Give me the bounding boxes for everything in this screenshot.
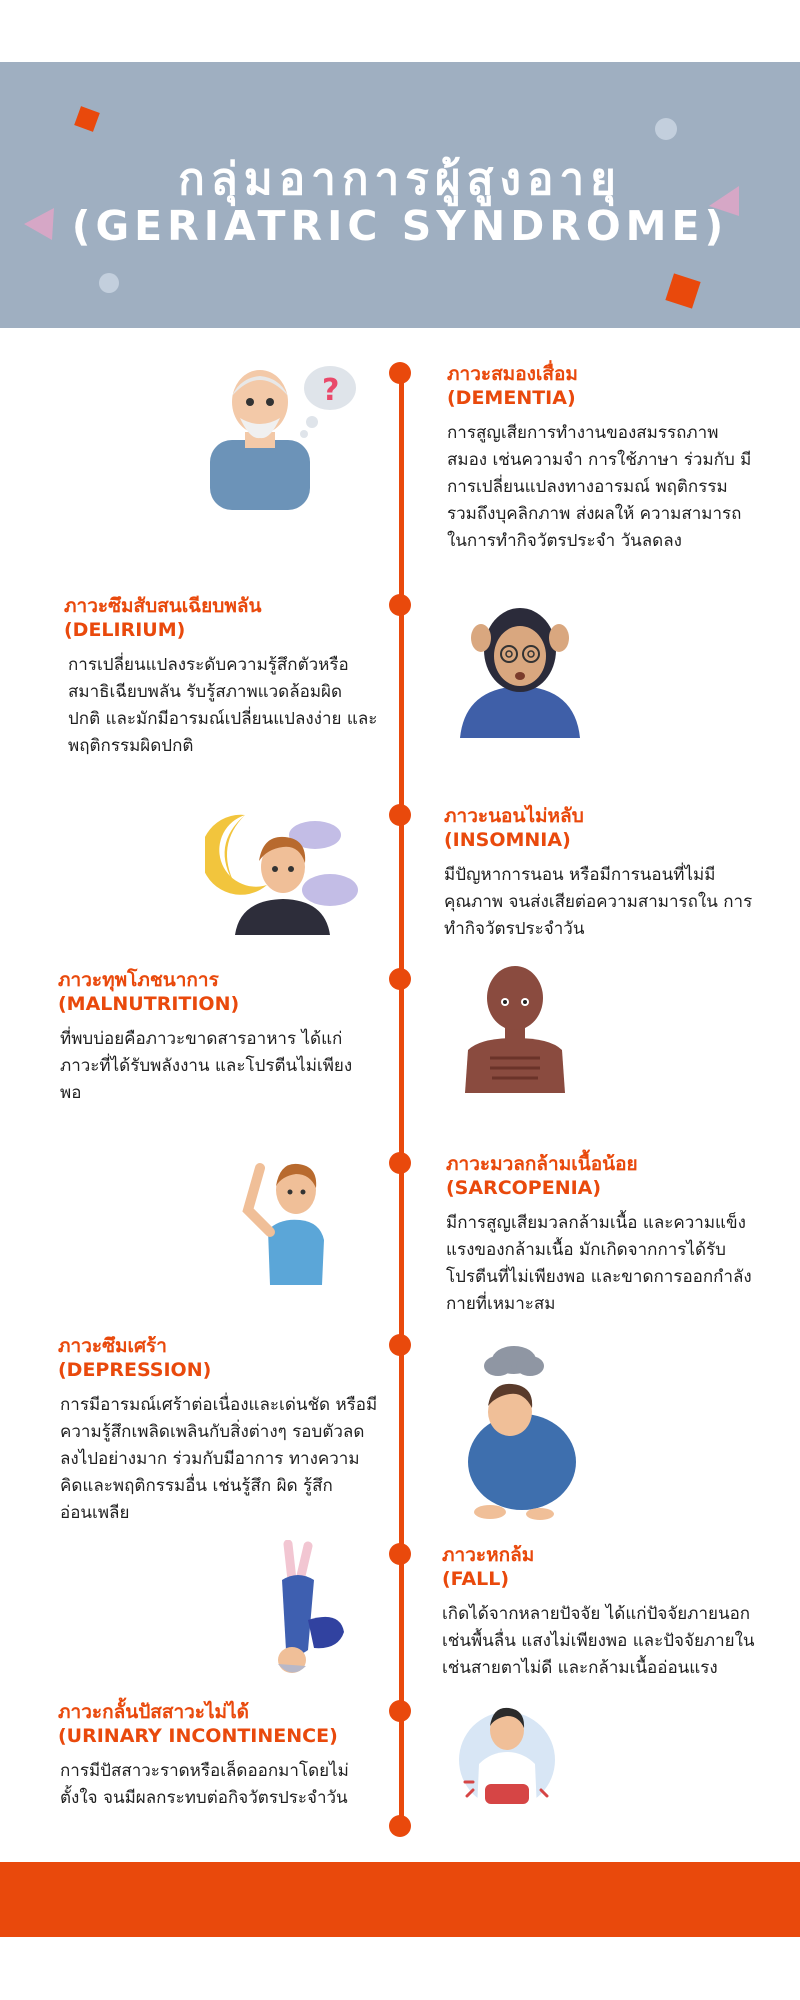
item-subtitle: (DEPRESSION) (58, 1359, 212, 1381)
syndrome-item-delirium: ภาวะซึมสับสนเฉียบพลัน (DELIRIUM) การเปลี… (64, 594, 384, 760)
weak-arm-man-icon (242, 1163, 324, 1285)
falling-person-icon (278, 1540, 344, 1673)
item-title: ภาวะนอนไม่หลับ (444, 805, 584, 827)
timeline-dot (389, 968, 411, 990)
item-title: ภาวะซึมสับสนเฉียบพลัน (64, 595, 262, 617)
syndrome-item-malnutrition: ภาวะทุพโภชนาการ (MALNUTRITION) ที่พบบ่อย… (58, 968, 378, 1107)
syndrome-item-urinary-incontinence: ภาวะกลั้นปัสสาวะไม่ได้ (URINARY INCONTIN… (58, 1700, 388, 1812)
orange-square-decoration-icon (665, 273, 701, 309)
confused-elderly-man-icon: ? (210, 366, 356, 510)
dizzy-woman-icon (460, 608, 580, 738)
item-title: ภาวะหกล้ม (442, 1544, 535, 1566)
svg-text:?: ? (322, 373, 339, 408)
item-title: ภาวะกลั้นปัสสาวะไม่ได้ (58, 1701, 249, 1723)
orange-square-decoration-icon (74, 106, 100, 132)
timeline-dot (389, 804, 411, 826)
item-description: การมีอารมณ์เศร้าต่อเนื่องและเด่นชัด หรือ… (60, 1395, 378, 1523)
timeline-dot (389, 1543, 411, 1565)
footer-bar (0, 1862, 800, 1937)
item-description: การสูญเสียการทำงานของสมรรถภาพ สมอง เช่นค… (447, 423, 752, 551)
item-title: ภาวะทุพโภชนาการ (58, 969, 219, 991)
item-subtitle: (URINARY INCONTINENCE) (58, 1725, 338, 1747)
sad-person-cloud-icon (468, 1346, 576, 1520)
pink-triangle-decoration-icon (709, 186, 739, 216)
item-title: ภาวะซึมเศร้า (58, 1335, 167, 1357)
timeline-dot (389, 1700, 411, 1722)
header-banner: กลุ่มอาการผู้สูงอายุ (GERIATRIC SYNDROME… (0, 62, 800, 328)
circle-decoration-icon (655, 118, 677, 140)
item-description: มีการสูญเสียมวลกล้ามเนื้อ และความแข็ง แร… (446, 1213, 752, 1314)
page-title-english: (GERIATRIC SYNDROME) (71, 202, 729, 250)
circle-decoration-icon (99, 273, 119, 293)
urinary-incontinence-man-icon (459, 1707, 555, 1810)
pink-triangle-decoration-icon (24, 208, 54, 240)
item-subtitle: (DEMENTIA) (447, 387, 576, 409)
syndrome-item-sarcopenia: ภาวะมวลกล้ามเนื้อน้อย (SARCOPENIA) มีการ… (446, 1152, 776, 1318)
item-description: เกิดได้จากหลายปัจจัย ได้แก่ปัจจัยภายนอก … (442, 1604, 755, 1678)
timeline-dot (389, 594, 411, 616)
item-description: การเปลี่ยนแปลงระดับความรู้สึกตัวหรือ สมา… (68, 655, 378, 756)
timeline-line (399, 370, 404, 1825)
sleepless-man-moon-icon (205, 814, 358, 935)
item-subtitle: (FALL) (442, 1568, 510, 1590)
timeline-dot (389, 1334, 411, 1356)
malnourished-person-icon (465, 966, 565, 1093)
syndrome-item-insomnia: ภาวะนอนไม่หลับ (INSOMNIA) มีปัญหาการนอน … (444, 804, 774, 943)
item-subtitle: (MALNUTRITION) (58, 993, 240, 1015)
item-subtitle: (DELIRIUM) (64, 619, 186, 641)
syndrome-item-dementia: ภาวะสมองเสื่อม (DEMENTIA) การสูญเสียการท… (447, 362, 777, 555)
syndrome-item-depression: ภาวะซึมเศร้า (DEPRESSION) การมีอารมณ์เศร… (58, 1334, 388, 1527)
timeline-dot (389, 1815, 411, 1837)
item-subtitle: (INSOMNIA) (444, 829, 571, 851)
timeline-dot (389, 362, 411, 384)
item-title: ภาวะสมองเสื่อม (447, 363, 578, 385)
timeline-dot (389, 1152, 411, 1174)
item-title: ภาวะมวลกล้ามเนื้อน้อย (446, 1153, 638, 1175)
item-description: การมีปัสสาวะราดหรือเล็ดออกมาโดยไม่ ตั้งใ… (60, 1761, 349, 1808)
item-subtitle: (SARCOPENIA) (446, 1177, 602, 1199)
item-description: มีปัญหาการนอน หรือมีการนอนที่ไม่มี คุณภา… (444, 865, 753, 939)
item-description: ที่พบบ่อยคือภาวะขาดสารอาหาร ได้แก่ ภาวะท… (60, 1029, 353, 1103)
syndrome-item-fall: ภาวะหกล้ม (FALL) เกิดได้จากหลายปัจจัย ได… (442, 1543, 782, 1682)
page-title-thai: กลุ่มอาการผู้สูงอายุ (178, 154, 622, 205)
